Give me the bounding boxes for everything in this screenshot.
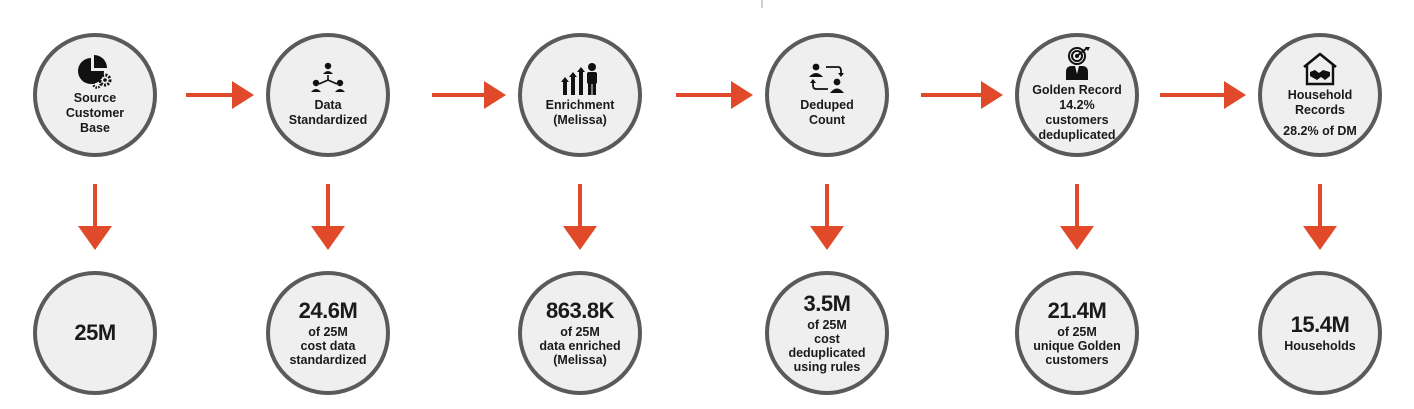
stat-value: 25M (74, 320, 116, 345)
down-arrow-head-4 (810, 226, 844, 250)
stat-value: 15.4M (1290, 312, 1350, 337)
step-circle-5: Golden Record 14.2% customers deduplicat… (1015, 33, 1139, 157)
step-label: Data Standardized (288, 98, 368, 127)
right-arrow-head-2 (484, 81, 506, 109)
right-arrow-head-3 (731, 81, 753, 109)
down-arrow-head-2 (311, 226, 345, 250)
step-label: Enrichment (Melissa) (545, 98, 615, 127)
growth-person-icon (560, 62, 600, 96)
stat-value: 24.6M (298, 298, 358, 323)
stat-value: 863.8K (546, 298, 614, 323)
divider-line (761, 0, 763, 8)
stat-description: Households (1284, 339, 1356, 353)
step-circle-3: Enrichment (Melissa) (518, 33, 642, 157)
step-circle-4: Deduped Count (765, 33, 889, 157)
org-network-icon (308, 62, 348, 96)
stat-description: of 25M cost data standardized (289, 325, 367, 367)
step-label: Source Customer Base (65, 90, 125, 135)
down-arrow-head-5 (1060, 226, 1094, 250)
pie-chart-gears-icon (75, 54, 115, 89)
step-label: Household Records (1287, 87, 1353, 117)
step-circle-6: Household Records 28.2% of DM (1258, 33, 1382, 157)
right-arrow-head-1 (232, 81, 254, 109)
stat-value: 3.5M (803, 291, 851, 316)
stat-circle-1: 25M (33, 271, 157, 395)
step-circle-2: Data Standardized (266, 33, 390, 157)
user-exchange-icon (807, 62, 847, 96)
stat-description: of 25M data enriched (Melissa) (539, 325, 621, 367)
stat-description: of 25M unique Golden customers (1033, 325, 1121, 367)
down-arrow-head-1 (78, 226, 112, 250)
house-handshake-icon (1300, 52, 1340, 86)
right-arrow-head-5 (1224, 81, 1246, 109)
right-arrow-head-4 (981, 81, 1003, 109)
stat-value: 21.4M (1047, 298, 1107, 323)
step-label: Golden Record 14.2% customers deduplicat… (1032, 83, 1122, 142)
down-arrow-head-3 (563, 226, 597, 250)
step-label: Deduped Count (800, 98, 854, 127)
target-person-icon (1057, 47, 1097, 81)
stat-circle-6: 15.4M Households (1258, 271, 1382, 395)
down-arrow-head-6 (1303, 226, 1337, 250)
stat-description: of 25M cost deduplicated using rules (788, 318, 866, 374)
step-sublabel: 28.2% of DM (1283, 123, 1357, 138)
step-circle-1: Source Customer Base (33, 33, 157, 157)
